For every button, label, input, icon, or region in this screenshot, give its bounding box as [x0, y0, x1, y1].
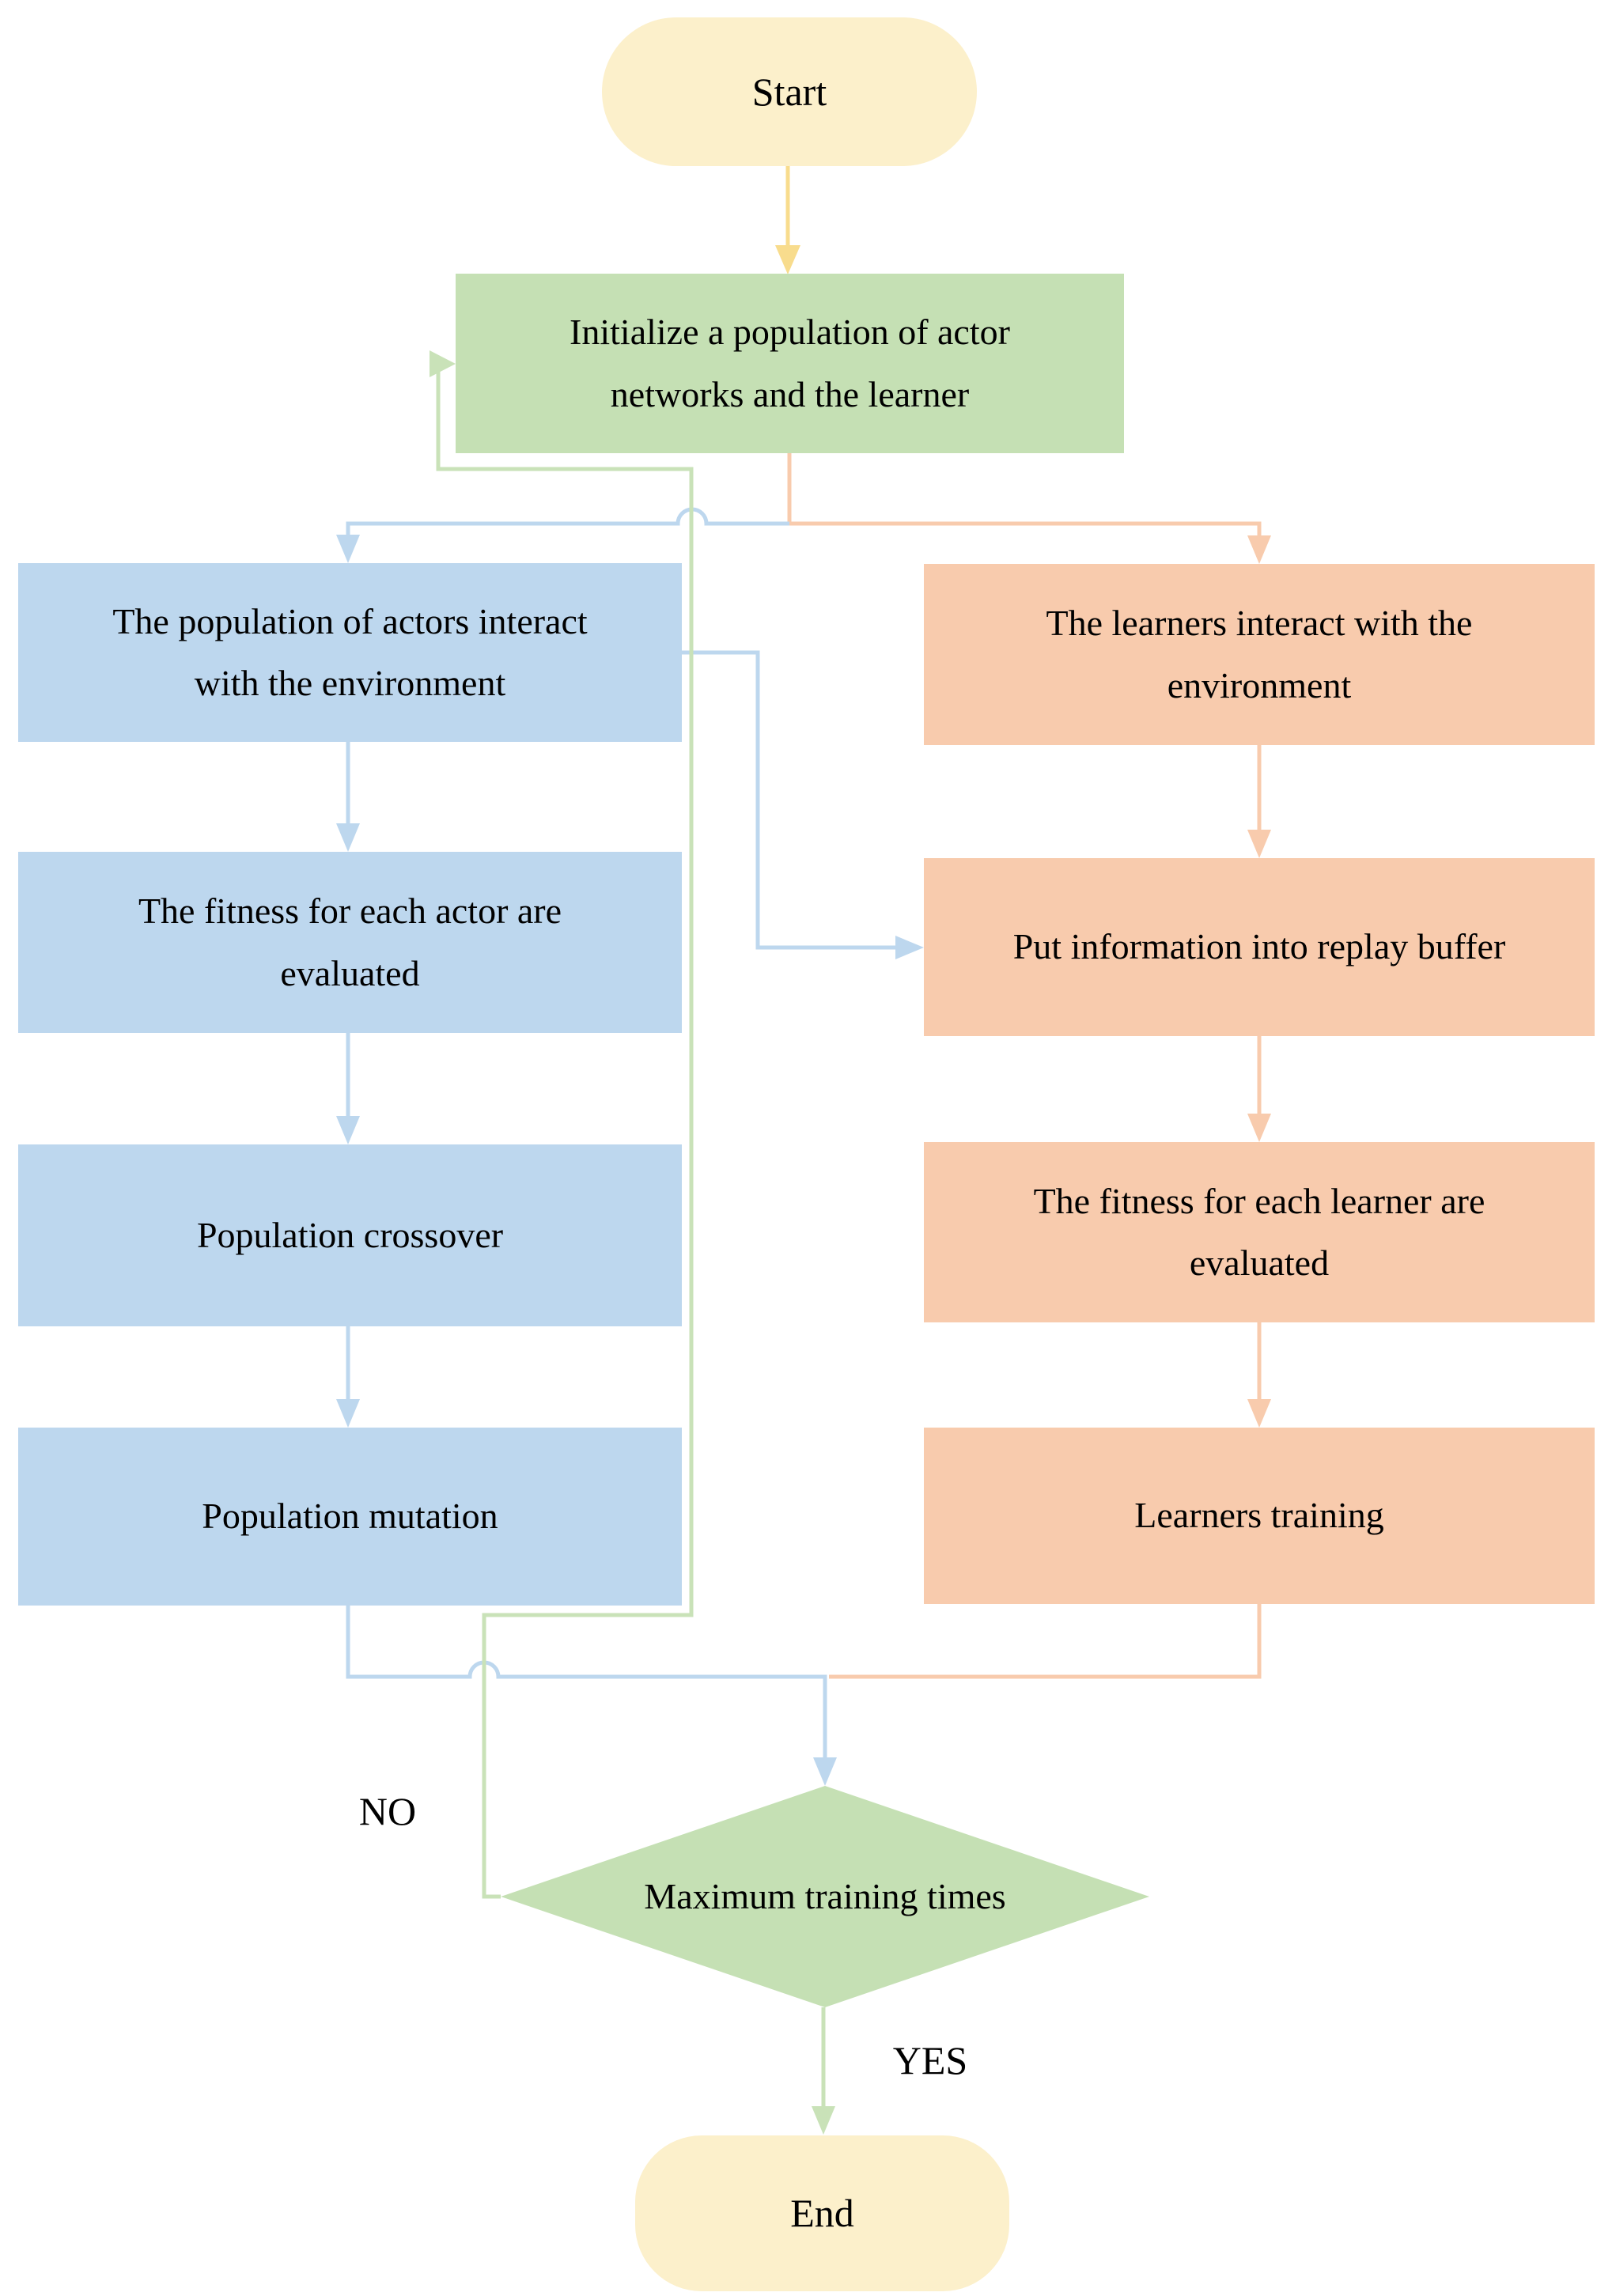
edge-actors-to-replay-buffer: [682, 650, 924, 959]
node-start-label: Start: [751, 69, 827, 114]
edge-learners-to-replay-buffer: [1247, 745, 1271, 858]
edge-label-yes: YES: [892, 2038, 968, 2082]
node-actor-fitness-label: The fitness for each actor are evaluated: [138, 891, 562, 993]
node-population-crossover: Population crossover: [18, 1144, 682, 1326]
node-actors-interact: The population of actors interact with t…: [18, 563, 682, 742]
edge-crossover-to-mutation: [336, 1326, 360, 1428]
node-start: Start: [602, 17, 977, 166]
node-learner-fitness-label: The fitness for each learner are evaluat…: [1033, 1180, 1485, 1283]
node-population-mutation: Population mutation: [18, 1428, 682, 1606]
node-end: End: [635, 2135, 1009, 2291]
edge-label-no: NO: [358, 1789, 417, 1833]
edge-learner-fitness-to-training: [1247, 1322, 1271, 1428]
node-population-crossover-label: Population crossover: [196, 1214, 504, 1255]
edge-init-to-learners: [787, 453, 1271, 564]
edge-replay-to-learner-fitness: [1247, 1036, 1271, 1142]
node-learners-interact: The learners interact with the environme…: [924, 564, 1595, 745]
node-learner-fitness: The fitness for each learner are evaluat…: [924, 1142, 1595, 1322]
node-learners-interact-label: The learners interact with the environme…: [1046, 603, 1473, 705]
edge-init-to-actors: [336, 507, 789, 563]
node-end-label: End: [790, 2191, 854, 2235]
node-learners-training: Learners training: [924, 1428, 1595, 1604]
node-actors-interact-label: The population of actors interact with t…: [112, 600, 588, 703]
edge-start-to-init: [775, 166, 800, 274]
node-initialize-population-label: Initialize a population of actor network…: [570, 312, 1010, 414]
node-learners-training-label: Learners training: [1134, 1495, 1384, 1536]
edge-fitness-to-crossover: [336, 1033, 360, 1144]
node-replay-buffer: Put information into replay buffer: [924, 858, 1595, 1036]
node-initialize-population: Initialize a population of actor network…: [456, 274, 1124, 453]
node-decision-label: Maximum training times: [644, 1875, 1006, 1916]
edge-actors-to-fitness: [336, 742, 360, 852]
edge-decision-no-to-init: [430, 350, 694, 1899]
node-replay-buffer-label: Put information into replay buffer: [1012, 926, 1506, 967]
node-population-mutation-label: Population mutation: [202, 1496, 498, 1537]
edge-decision-yes-to-end: [812, 2007, 835, 2135]
node-actor-fitness: The fitness for each actor are evaluated: [18, 852, 682, 1033]
